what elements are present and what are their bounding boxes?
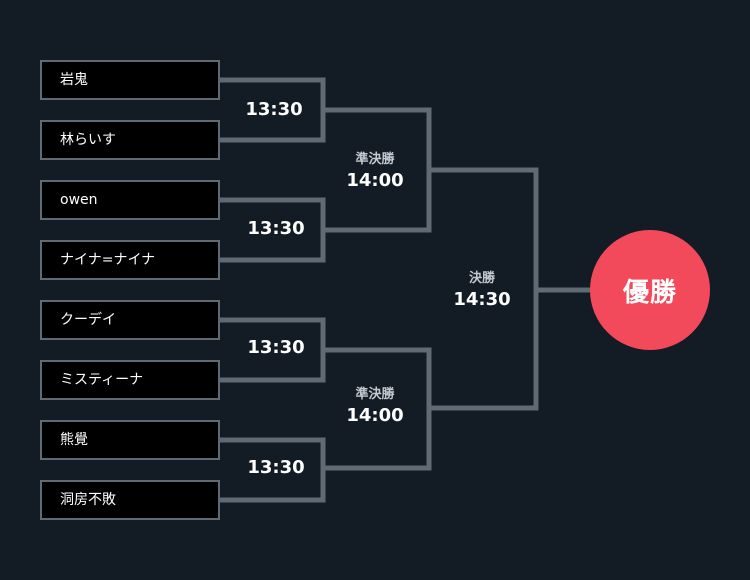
player-name-3: owen [60,192,98,208]
final-title: 決勝 [468,271,495,286]
r1-match-1-label: 13:30 [229,98,319,122]
r1-match-2-label: 13:30 [231,217,321,241]
player-box-3: owen [40,180,220,220]
champion-circle: 優勝 [590,230,710,350]
player-box-1: 岩鬼 [40,60,220,100]
r1-match-4-time: 13:30 [247,457,305,478]
player-name-7: 熊覺 [60,432,88,448]
player-name-6: ミスティーナ [60,372,144,388]
player-box-8: 洞房不敗 [40,480,220,520]
player-box-7: 熊覺 [40,420,220,460]
player-box-4: ナイナ=ナイナ [40,240,220,280]
player-box-5: クーデイ [40,300,220,340]
player-name-4: ナイナ=ナイナ [60,252,156,268]
player-name-2: 林らいす [60,132,116,148]
semifinal-2-label: 準決勝 14:00 [330,386,420,428]
semifinal-2-title: 準決勝 [355,387,395,402]
final-label: 決勝 14:30 [437,270,527,312]
player-name-5: クーデイ [60,312,116,328]
r1-match-3-label: 13:30 [231,336,321,360]
semifinal-1-title: 準決勝 [355,152,395,167]
player-box-6: ミスティーナ [40,360,220,400]
semifinal-1-time: 14:00 [346,170,404,191]
player-box-2: 林らいす [40,120,220,160]
final-time: 14:30 [453,289,511,310]
player-name-8: 洞房不敗 [60,492,116,508]
champion-label: 優勝 [622,277,677,308]
semifinal-2-time: 14:00 [346,405,404,426]
r1-match-4-label: 13:30 [231,456,321,480]
semifinal-1-label: 準決勝 14:00 [330,151,420,193]
r1-match-2-time: 13:30 [247,218,305,239]
r1-match-3-time: 13:30 [247,337,305,358]
player-name-1: 岩鬼 [60,72,88,88]
r1-match-1-time: 13:30 [245,99,303,120]
